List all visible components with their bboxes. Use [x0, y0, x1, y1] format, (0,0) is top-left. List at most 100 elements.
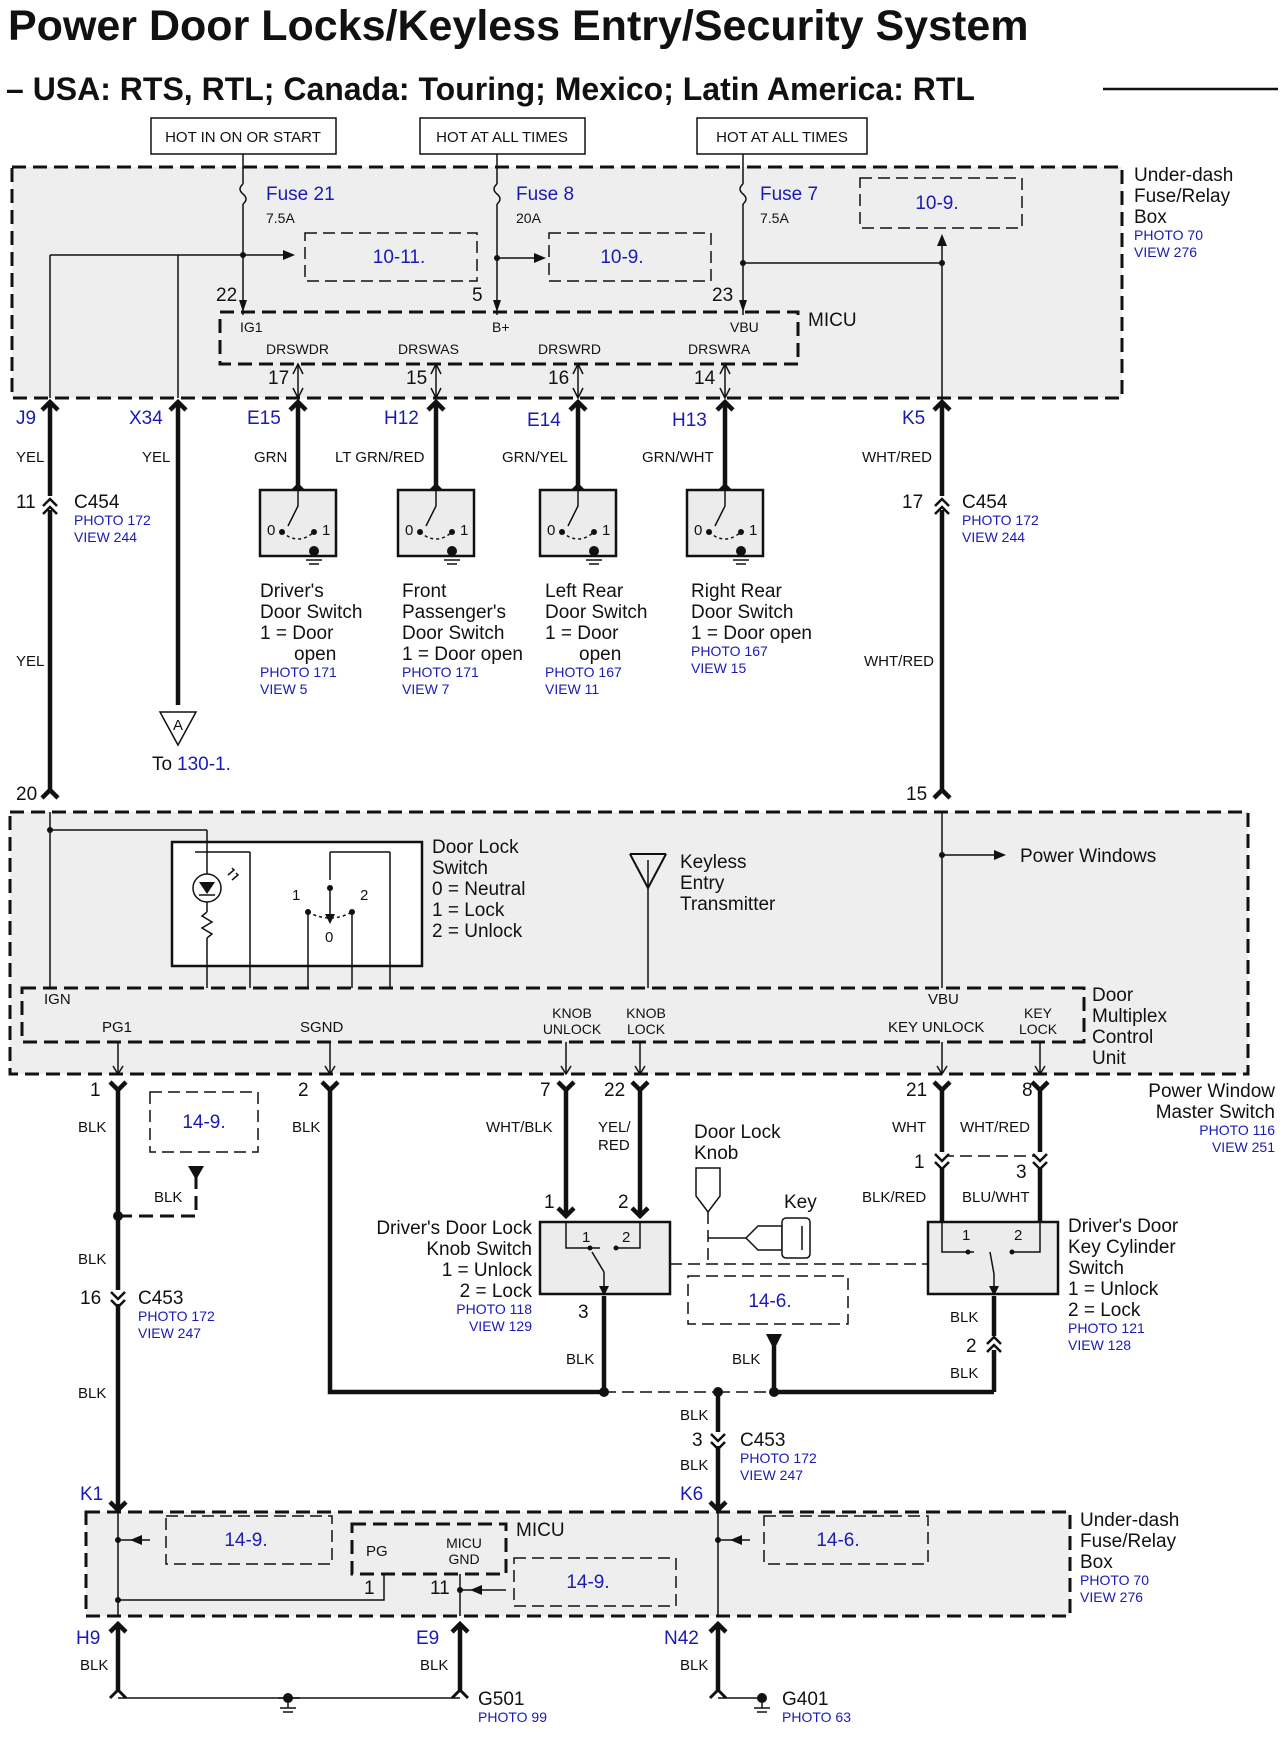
c454-right: 17 C454 PHOTO 172 VIEW 244	[902, 492, 1039, 545]
svg-text:15: 15	[406, 368, 427, 389]
svg-text:0: 0	[405, 522, 413, 539]
svg-text:DRSWDR: DRSWDR	[266, 341, 329, 357]
wire-color-whtred-mid: WHT/RED	[864, 653, 934, 670]
wire-color-yelred-1: YEL/	[598, 1119, 631, 1136]
svg-text:MICU: MICU	[808, 310, 857, 331]
svg-text:G501: G501	[478, 1689, 524, 1710]
hot-label-fuse7: HOT AT ALL TIMES	[696, 117, 868, 155]
wire-color-h13: GRN/WHT	[642, 449, 714, 466]
terminal-knob-unlock-1: KNOB	[552, 1005, 592, 1021]
ground-g501: G501 PHOTO 99	[108, 1687, 547, 1725]
wire-color-blk-8: BLK	[950, 1309, 978, 1326]
keyless-label-3: Transmitter	[680, 894, 776, 915]
svg-text:PHOTO 171: PHOTO 171	[402, 664, 479, 680]
svg-text:Door Switch: Door Switch	[691, 602, 793, 623]
dmcu-name-3: Control	[1092, 1027, 1153, 1048]
key-cyl-label-3: Switch	[1068, 1258, 1124, 1279]
svg-text:1: 1	[962, 1227, 970, 1244]
ground-g401: G401 PHOTO 63	[708, 1687, 851, 1725]
dmcu-name-1: Door	[1092, 985, 1134, 1006]
ref-14-9-left: 14-9.	[149, 1091, 259, 1153]
wire-color-e14: GRN/YEL	[502, 449, 568, 466]
micu-top-outputs: 17 15 16 14	[268, 362, 731, 400]
c453-left: 16 C453 PHOTO 172 VIEW 247	[80, 1288, 215, 1341]
svg-text:14-9.: 14-9.	[566, 1572, 609, 1593]
svg-text:G401: G401	[782, 1689, 828, 1710]
svg-text:GND: GND	[448, 1551, 479, 1567]
terminal-sgnd: SGND	[300, 1019, 344, 1036]
fuse-box-top-name-3: Box	[1134, 207, 1167, 228]
knob-switch-view: VIEW 129	[469, 1318, 532, 1334]
pwms-label-2: Master Switch	[1156, 1102, 1275, 1123]
svg-text:VIEW 15: VIEW 15	[691, 660, 746, 676]
svg-text:PHOTO 172: PHOTO 172	[138, 1308, 215, 1324]
wire-color-blk-6: BLK	[566, 1351, 594, 1368]
key-cyl-label-4: 1 = Unlock	[1068, 1279, 1159, 1300]
svg-text:PHOTO 99: PHOTO 99	[478, 1709, 547, 1725]
fuse-box-top-name-2: Fuse/Relay	[1134, 186, 1231, 207]
wire-color-blk-4: BLK	[78, 1385, 106, 1402]
svg-text:16: 16	[548, 368, 569, 389]
svg-text:Left Rear: Left Rear	[545, 581, 624, 602]
wire-color-x34: YEL	[142, 449, 170, 466]
svg-text:DRSWAS: DRSWAS	[398, 341, 459, 357]
svg-text:7.5A: 7.5A	[266, 210, 295, 226]
keyless-antenna-icon	[629, 853, 667, 988]
door-lock-switch-label-5: 2 = Unlock	[432, 921, 523, 942]
svg-text:VIEW 244: VIEW 244	[962, 529, 1025, 545]
pwms-connector	[934, 1152, 1048, 1171]
keyless-label-1: Keyless	[680, 852, 747, 873]
drivers-door-switch: 0 1	[258, 482, 338, 565]
dmcu-name-4: Unit	[1092, 1048, 1127, 1069]
drivers-door-lock-knob-switch: 1 2	[538, 1220, 672, 1296]
connector-h9: H9	[76, 1628, 100, 1649]
svg-text:2: 2	[360, 887, 368, 904]
svg-text:2: 2	[622, 1229, 630, 1246]
connector-e14: E14	[527, 410, 561, 431]
svg-text:Driver's: Driver's	[260, 581, 324, 602]
pwms-photo: PHOTO 116	[1199, 1122, 1275, 1138]
svg-text:7.5A: 7.5A	[760, 210, 789, 226]
micu-bottom: MICU PG MICU GND 1 11	[115, 1520, 565, 1616]
connector-k1: K1	[80, 1484, 103, 1505]
door-lock-switch-label-4: 1 = Lock	[432, 900, 505, 921]
hot-label-fuse8: HOT AT ALL TIMES	[419, 117, 586, 155]
wire-color-blk-9: BLK	[950, 1365, 978, 1382]
keyless-label-2: Entry	[680, 873, 725, 894]
ref-10-9-fuse7: 10-9.	[859, 177, 1023, 229]
svg-text:1: 1	[364, 1578, 375, 1599]
fuse-box-bottom-name-1: Under-dash	[1080, 1510, 1179, 1531]
svg-text:VIEW 244: VIEW 244	[74, 529, 137, 545]
knob-switch-label-3: 1 = Unlock	[442, 1260, 533, 1281]
svg-text:Fuse 8: Fuse 8	[516, 184, 574, 205]
ref-10-9-fuse8: 10-9.	[548, 232, 712, 282]
svg-text:10-9.: 10-9.	[915, 193, 958, 214]
dmcu-output-pins	[112, 1042, 1046, 1076]
connector-x34: X34	[129, 408, 163, 429]
dmcu-name-2: Multiplex	[1092, 1006, 1167, 1027]
svg-text:PHOTO 167: PHOTO 167	[691, 643, 768, 659]
svg-text:HOT IN ON OR START: HOT IN ON OR START	[165, 129, 321, 146]
wire-color-blk-1: BLK	[78, 1119, 106, 1136]
wire-color-blk-3: BLK	[78, 1251, 106, 1268]
svg-text:PHOTO 172: PHOTO 172	[74, 512, 151, 528]
door-lock-switch-label-2: Switch	[432, 858, 488, 879]
key-cyl-label-5: 2 = Lock	[1068, 1300, 1141, 1321]
diagram-subtitle: – USA: RTS, RTL; Canada: Touring; Mexico…	[6, 71, 975, 107]
wire-color-blk-2: BLK	[154, 1189, 182, 1206]
terminal-knob-lock-1: KNOB	[626, 1005, 666, 1021]
svg-text:VIEW 7: VIEW 7	[402, 681, 450, 697]
dmcu-pin-21: 21	[906, 1080, 927, 1101]
svg-text:Right Rear: Right Rear	[691, 581, 782, 602]
svg-text:14-9.: 14-9.	[224, 1530, 267, 1551]
svg-text:IG1: IG1	[240, 319, 263, 335]
svg-text:Front: Front	[402, 581, 447, 602]
wire-color-yel-mid: YEL	[16, 653, 44, 670]
door-lock-switch: 1 2 0	[170, 830, 424, 988]
svg-text:PHOTO 172: PHOTO 172	[962, 512, 1039, 528]
pwms-label-1: Power Window	[1148, 1081, 1275, 1102]
wire-color-blk-5: BLK	[292, 1119, 320, 1136]
connector-h12: H12	[384, 408, 419, 429]
svg-text:0: 0	[267, 522, 275, 539]
knob-switch-pin-2: 2	[618, 1192, 629, 1213]
